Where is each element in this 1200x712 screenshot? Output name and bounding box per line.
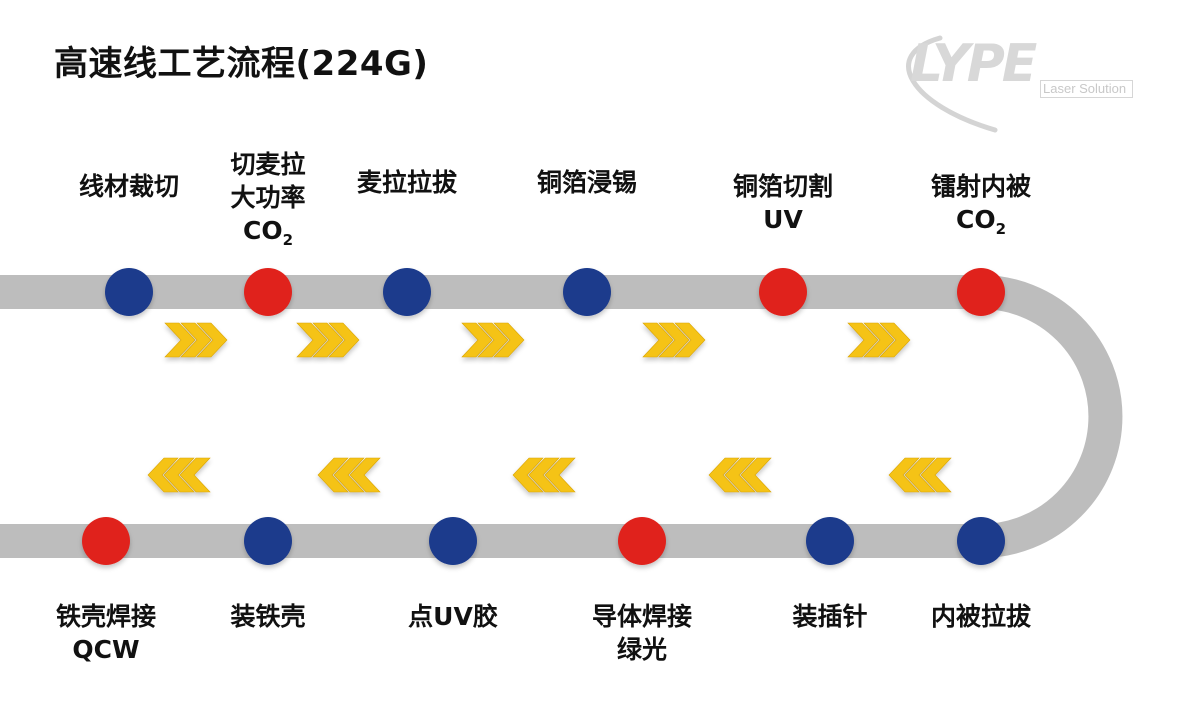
step-label-line: 装插针 — [792, 602, 868, 631]
bottom-step-node-6 — [957, 517, 1005, 565]
step-label-line: 铁壳焊接 — [55, 602, 157, 631]
top-chevron-arrow-icon-1 — [164, 322, 228, 358]
formula-subscript: 2 — [282, 231, 294, 249]
top-chevron-arrow-icon-4 — [642, 322, 706, 358]
chevron-segment — [461, 322, 493, 358]
top-chevron-arrow-icon-2 — [296, 322, 360, 358]
step-label-line: 大功率 — [230, 183, 306, 212]
bottom-chevron-arrow-icon-5 — [888, 457, 952, 493]
formula-base: CO — [955, 205, 996, 234]
top-chevron-arrow-icon-3 — [461, 322, 525, 358]
chevron-segment — [163, 457, 195, 493]
chevron-segment — [544, 457, 576, 493]
bottom-chevron-arrow-icon-4 — [708, 457, 772, 493]
chevron-segment — [863, 322, 895, 358]
bottom-step-label-4: 导体焊接绿光 — [592, 600, 692, 666]
step-label-line: 导体焊接 — [591, 602, 693, 631]
top-step-node-5 — [759, 268, 807, 316]
chevron-segment — [164, 322, 196, 358]
chevron-segment — [147, 457, 179, 493]
bottom-step-node-5 — [806, 517, 854, 565]
bottom-step-label-2: 装铁壳 — [230, 600, 305, 633]
step-label-formula: CO2 — [931, 203, 1031, 246]
track-path — [0, 275, 1123, 558]
chevron-segment — [740, 457, 772, 493]
step-label-line: UV — [763, 205, 803, 234]
step-label-line: 铜箔切割 — [732, 172, 834, 201]
chevron-segment — [708, 457, 740, 493]
chevron-segment — [724, 457, 756, 493]
bottom-step-node-1 — [82, 517, 130, 565]
chevron-segment — [888, 457, 920, 493]
top-step-node-4 — [563, 268, 611, 316]
bottom-step-label-1: 铁壳焊接 QCW — [56, 600, 156, 666]
top-step-label-4: 铜箔浸锡 — [537, 166, 637, 199]
chevron-segment — [349, 457, 381, 493]
top-step-node-6 — [957, 268, 1005, 316]
chevron-segment — [312, 322, 344, 358]
logo-tagline: Laser Solution — [1040, 80, 1134, 98]
top-step-node-1 — [105, 268, 153, 316]
step-label-line: 装铁壳 — [230, 602, 306, 631]
bottom-step-node-3 — [429, 517, 477, 565]
bottom-chevron-arrow-icon-3 — [512, 457, 576, 493]
chevron-segment — [196, 322, 228, 358]
bottom-step-label-5: 装插针 — [792, 600, 867, 633]
chevron-segment — [920, 457, 952, 493]
chevron-segment — [179, 457, 211, 493]
chevron-segment — [512, 457, 544, 493]
chevron-segment — [528, 457, 560, 493]
step-label-line: 内被拉拔 — [930, 602, 1032, 631]
bottom-step-label-3: 点UV胶 — [408, 600, 498, 633]
chevron-segment — [333, 457, 365, 493]
chevron-segment — [493, 322, 525, 358]
top-step-label-1: 线材裁切 — [79, 170, 179, 203]
logo-wordmark: LYPE — [910, 34, 1037, 94]
step-label-line: QCW — [72, 635, 140, 664]
bottom-chevron-arrow-icon-1 — [147, 457, 211, 493]
formula-subscript: 2 — [995, 220, 1007, 238]
step-label-line: 绿光 — [616, 635, 668, 664]
step-label-line: 切麦拉 — [230, 150, 306, 179]
brand-logo: LYPE Laser Solution — [900, 30, 1160, 140]
chevron-segment — [477, 322, 509, 358]
step-label-line: 线材裁切 — [78, 172, 180, 201]
page-title: 高速线工艺流程(224G) — [54, 44, 429, 84]
bottom-step-label-6: 内被拉拔 — [931, 600, 1031, 633]
chevron-segment — [328, 322, 360, 358]
formula-base: CO — [242, 216, 283, 245]
chevron-segment — [847, 322, 879, 358]
step-label-formula: CO2 — [230, 214, 305, 257]
top-step-node-3 — [383, 268, 431, 316]
bottom-step-node-2 — [244, 517, 292, 565]
step-label-line: 镭射内被 — [930, 172, 1032, 201]
chevron-segment — [658, 322, 690, 358]
top-chevron-arrow-icon-5 — [847, 322, 911, 358]
bottom-chevron-arrow-icon-2 — [317, 457, 381, 493]
top-step-label-5: 铜箔切割 UV — [733, 170, 833, 236]
chevron-segment — [180, 322, 212, 358]
chevron-segment — [904, 457, 936, 493]
logo-swoosh-icon — [906, 35, 998, 133]
step-label-line: 点UV胶 — [408, 602, 498, 631]
chevron-segment — [642, 322, 674, 358]
chevron-segment — [296, 322, 328, 358]
chevron-segment — [674, 322, 706, 358]
chevron-segment — [317, 457, 349, 493]
top-step-label-3: 麦拉拉拔 — [357, 166, 457, 199]
top-step-node-2 — [244, 268, 292, 316]
bottom-step-node-4 — [618, 517, 666, 565]
chevron-segment — [879, 322, 911, 358]
step-label-line: 麦拉拉拔 — [356, 168, 458, 197]
step-label-line: 铜箔浸锡 — [536, 168, 638, 197]
